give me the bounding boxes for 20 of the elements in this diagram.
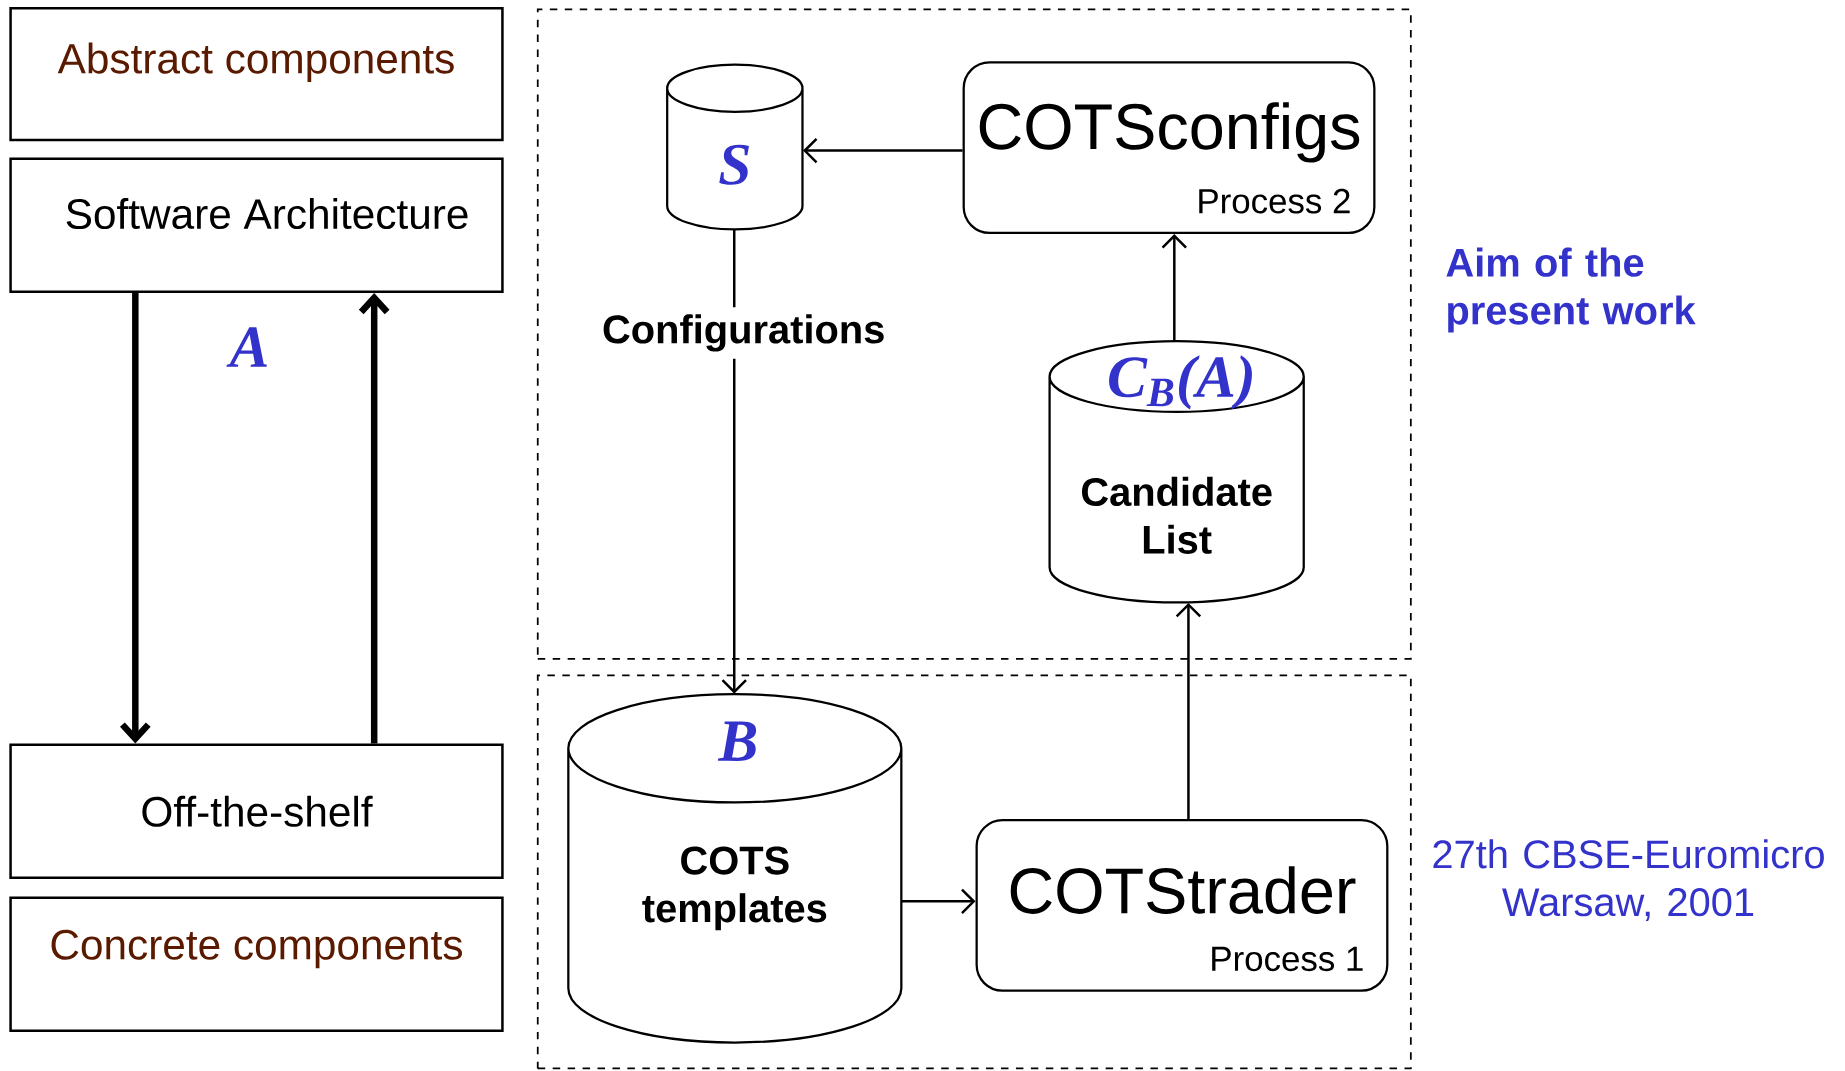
label-box: Abstract components	[9, 7, 504, 142]
arrow	[901, 888, 976, 915]
arrow	[1161, 234, 1187, 341]
database-cylinder: S	[666, 63, 804, 231]
edge-label: Configurations	[594, 307, 893, 359]
process-box: COTSconfigs Process 2	[962, 61, 1376, 235]
arrow	[358, 293, 390, 744]
side-note: Aim of the present work	[1446, 247, 1696, 333]
dashed-region	[536, 8, 1412, 660]
label-box: Software Architecture	[9, 157, 504, 294]
process-box: COTStrader Process 1	[975, 819, 1389, 992]
arrow	[803, 138, 963, 164]
conference-note: 27th CBSE-Euromicro Warsaw, 2001	[1433, 839, 1824, 922]
label-box: Concrete components	[9, 896, 504, 1033]
database-cylinder: C$_{B}$(A) Candidate List	[1048, 340, 1305, 604]
database-cylinder: B COTS templates	[567, 693, 903, 1044]
arrow	[721, 230, 747, 694]
label-box: Off-the-shelf	[9, 743, 504, 880]
arrow	[1175, 603, 1202, 820]
dashed-region	[536, 674, 1412, 1070]
